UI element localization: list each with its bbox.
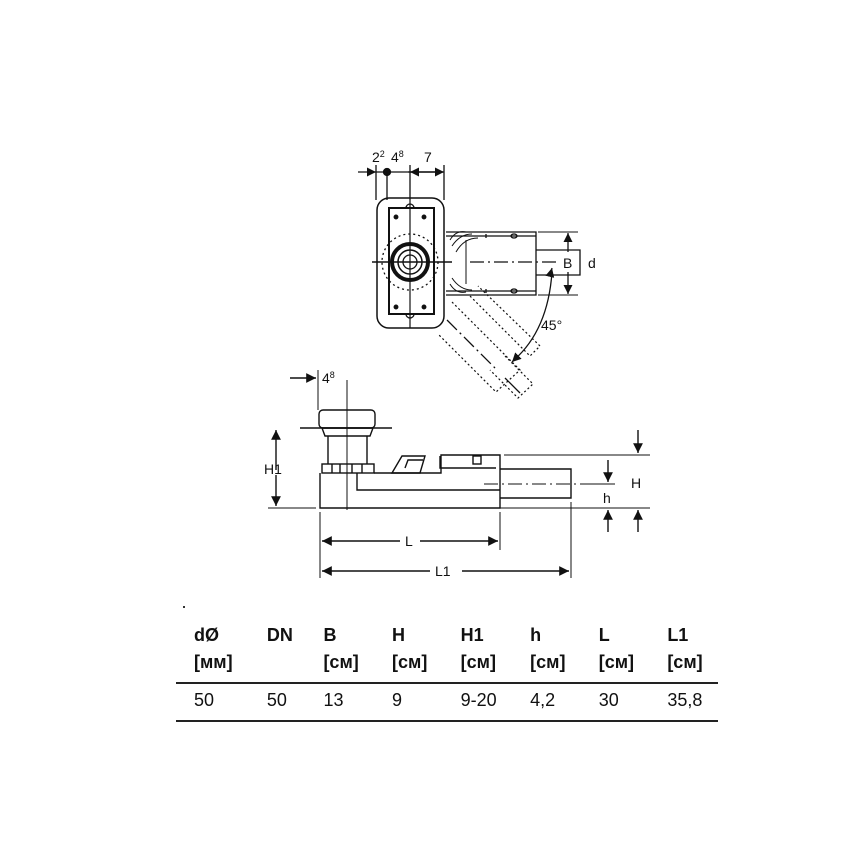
side-view: [268, 370, 650, 578]
dim-label-2-2: 22: [372, 149, 385, 165]
col-header-h: h: [530, 625, 542, 645]
col-header-H: H: [392, 625, 406, 645]
dim-label-h: h: [603, 490, 611, 506]
cell-DN: 50: [248, 683, 306, 722]
cell-h: 4,2: [512, 683, 581, 722]
col-header-H1: H1: [460, 625, 484, 645]
top-view: [358, 165, 581, 399]
col-unit-L: [см]: [580, 649, 650, 684]
col-header-dØ: dØ: [194, 625, 219, 645]
cell-L1: 35,8: [649, 683, 718, 722]
col-unit-DN: [248, 649, 306, 684]
col-unit-H1: [см]: [442, 649, 513, 684]
col-header-L: L: [598, 625, 610, 645]
dim-label-d: d: [588, 255, 596, 271]
stray-dot: [183, 606, 185, 608]
table-row: 50 50 13 9 9-20 4,2 30 35,8: [176, 683, 718, 722]
dim-label-H: H: [631, 475, 641, 491]
header-unit-row: [мм] [см] [см] [см] [см] [см] [см]: [176, 649, 718, 684]
col-header-DN: DN: [266, 625, 293, 645]
header-name-row: dØ DN B H H1 h L L1: [176, 622, 718, 649]
cell-H1: 9-20: [442, 683, 513, 722]
cell-B: 13: [305, 683, 375, 722]
dim-label-L1: L1: [435, 563, 451, 579]
col-unit-L1: [см]: [649, 649, 718, 684]
spec-table: dØ DN B H H1 h L L1 [мм] [см] [см] [см] …: [176, 622, 718, 722]
dim-label-H1: H1: [264, 461, 282, 477]
col-header-B: B: [323, 625, 337, 645]
cell-H: 9: [374, 683, 443, 722]
cell-L: 30: [580, 683, 650, 722]
technical-drawing: 22 48 7 B d 45°: [264, 149, 650, 579]
dim-label-7: 7: [424, 149, 432, 165]
col-unit-dØ: [мм]: [176, 649, 249, 684]
col-header-L1: L1: [667, 625, 689, 645]
col-unit-h: [см]: [512, 649, 581, 684]
cell-dØ: 50: [176, 683, 249, 722]
dim-label-L: L: [405, 533, 413, 549]
dim-label-4-8-side: 48: [322, 370, 335, 386]
angle-label-45: 45°: [541, 317, 562, 333]
dim-label-B: B: [563, 255, 572, 271]
col-unit-B: [см]: [305, 649, 375, 684]
dim-label-4-8: 48: [391, 149, 404, 165]
col-unit-H: [см]: [374, 649, 443, 684]
